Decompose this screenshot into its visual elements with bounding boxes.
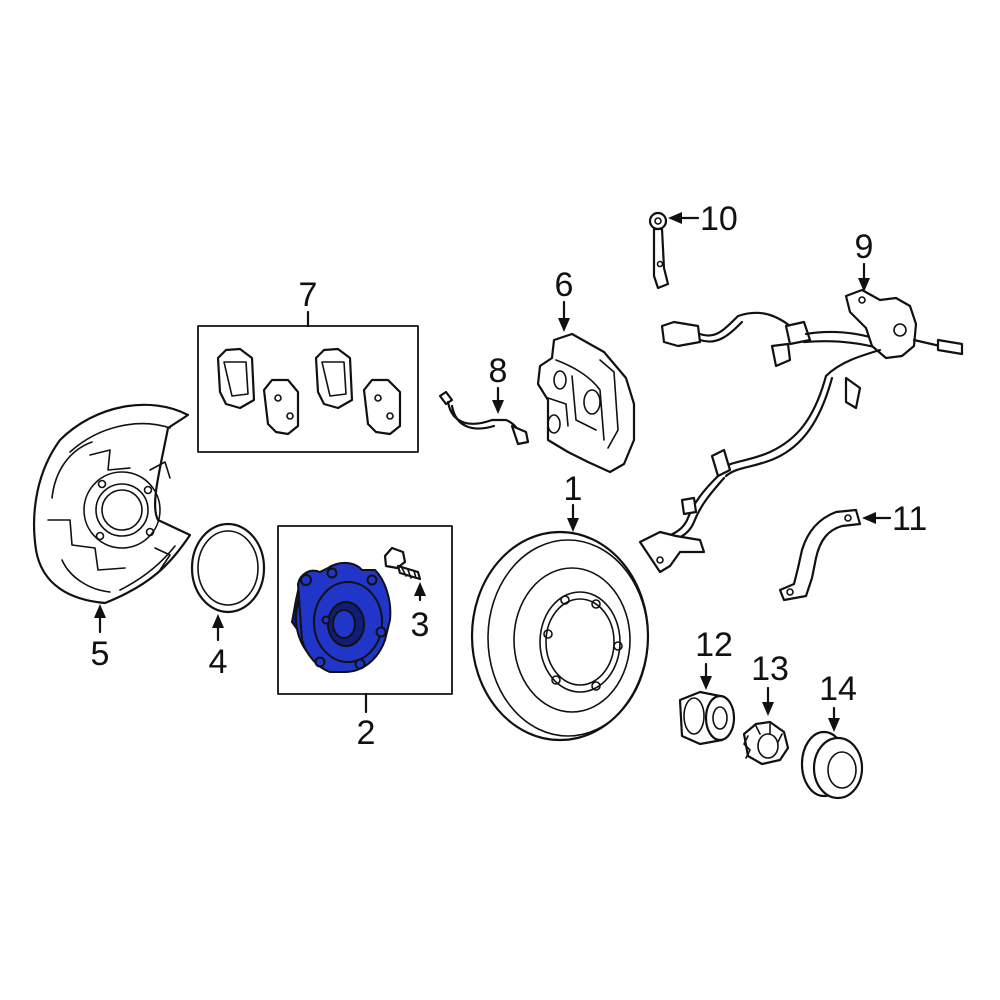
part-7-brake-pads[interactable]	[216, 347, 402, 436]
callout-label-8: 8	[489, 352, 508, 390]
callout-5: 5	[91, 604, 110, 673]
callout-label-4: 4	[209, 643, 228, 681]
callout-4: 4	[209, 614, 228, 681]
part-9-abs-harness[interactable]	[638, 288, 964, 574]
callout-label-6: 6	[555, 266, 574, 304]
callout-label-3: 3	[411, 606, 430, 644]
callout-label-5: 5	[91, 635, 110, 673]
callout-10: 10	[668, 200, 738, 238]
part-5-dust-shield[interactable]	[33, 403, 192, 605]
part-10-bracket[interactable]	[648, 211, 670, 290]
callout-label-9: 9	[855, 228, 874, 266]
part-14-grease-cap[interactable]	[800, 730, 864, 800]
callout-label-2: 2	[357, 714, 376, 752]
callout-label-14: 14	[819, 670, 857, 708]
part-6-caliper[interactable]	[536, 332, 636, 474]
part-13-lock-nut[interactable]	[742, 720, 790, 766]
part-11-sensor-bracket[interactable]	[778, 508, 862, 602]
callout-8: 8	[489, 352, 508, 414]
callout-3: 3	[411, 582, 430, 644]
callout-label-7: 7	[299, 276, 318, 314]
callout-11: 11	[862, 500, 927, 538]
part-3-bolt[interactable]	[383, 546, 422, 581]
part-2-hub-bearing[interactable]	[290, 562, 392, 673]
part-1-rotor[interactable]	[470, 530, 650, 742]
callout-label-13: 13	[751, 650, 789, 688]
callout-14: 14	[819, 670, 857, 732]
callout-9: 9	[855, 228, 874, 292]
callout-1: 1	[564, 470, 583, 532]
part-8-brake-hose[interactable]	[438, 390, 530, 446]
callout-7: 7	[299, 276, 318, 328]
callout-label-1: 1	[564, 470, 583, 508]
callout-13: 13	[751, 650, 789, 716]
callout-12: 12	[695, 626, 733, 690]
part-4-o-ring[interactable]	[190, 522, 266, 614]
callout-6: 6	[555, 266, 574, 332]
callout-2: 2	[357, 692, 376, 752]
callout-label-10: 10	[700, 200, 738, 238]
callout-label-12: 12	[695, 626, 733, 664]
part-12-nut[interactable]	[678, 690, 736, 746]
callout-label-11: 11	[892, 500, 927, 538]
